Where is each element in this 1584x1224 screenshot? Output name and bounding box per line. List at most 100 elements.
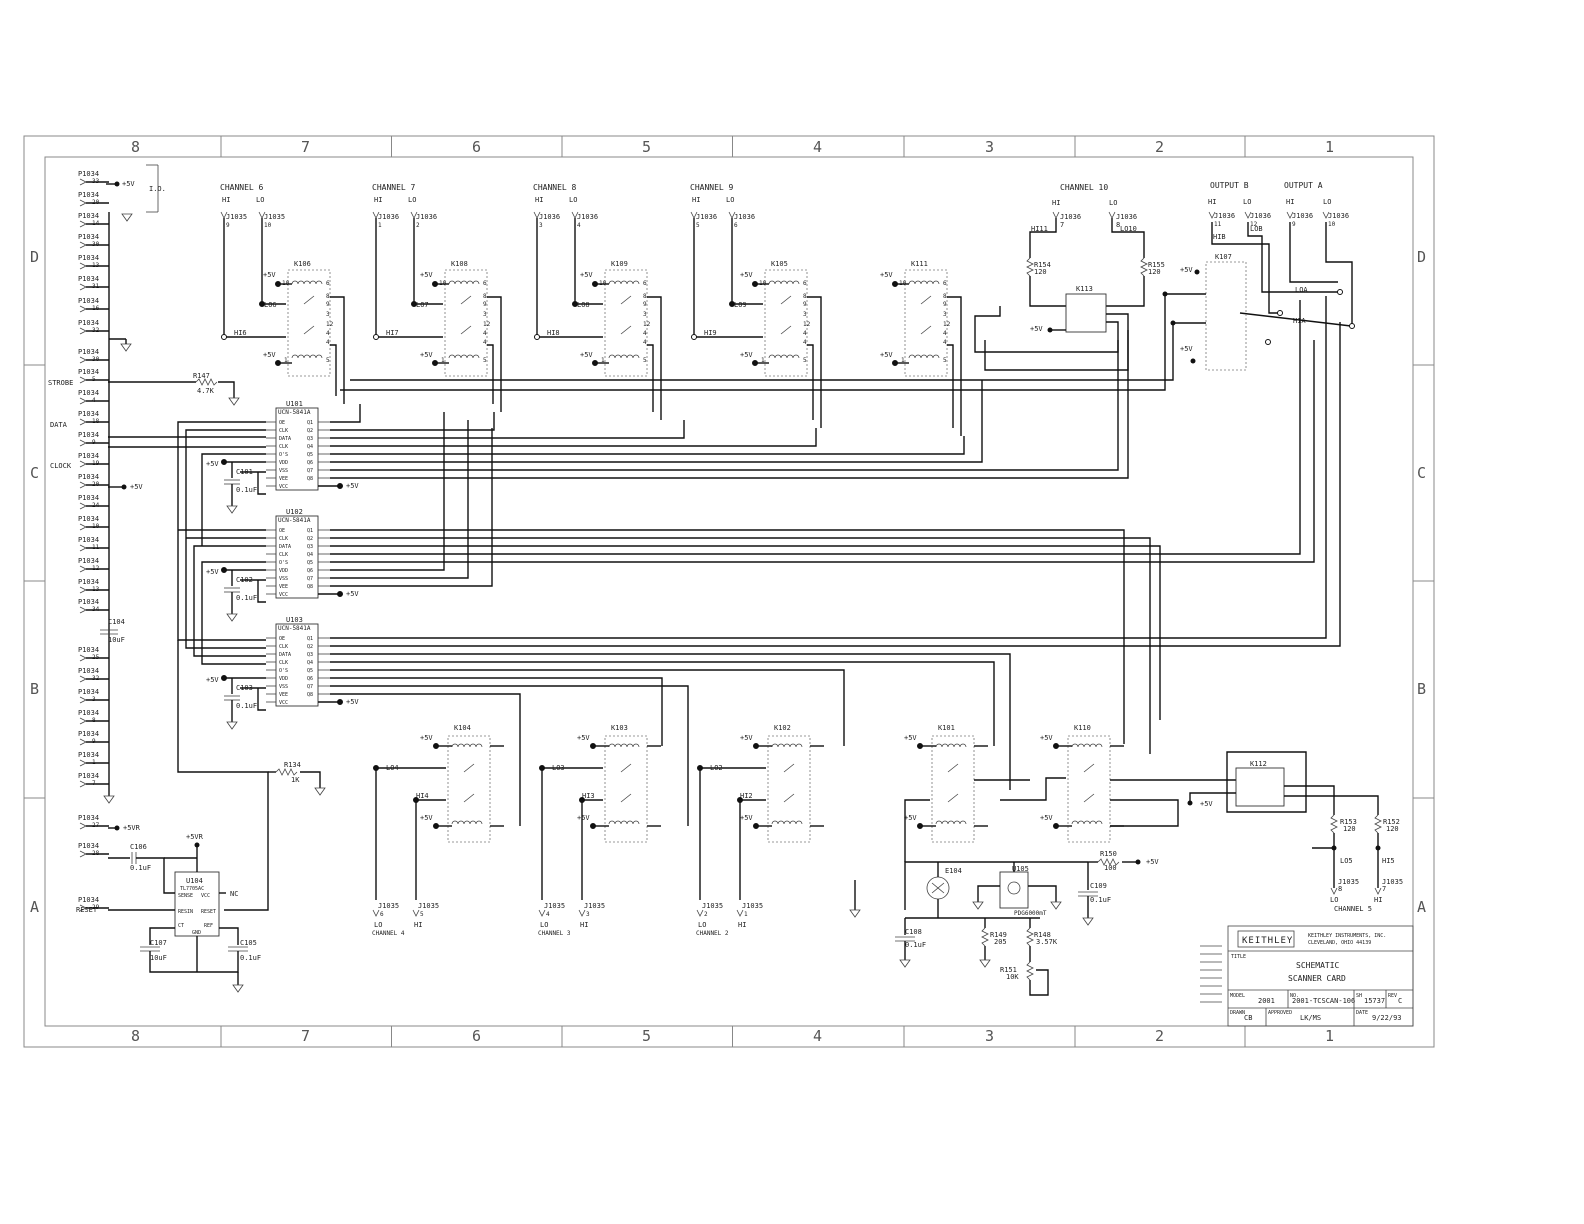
pin-lo: 4	[546, 911, 550, 918]
relay-coil-icon	[608, 743, 640, 748]
relay-pin: 5	[483, 357, 487, 364]
junction-dot	[337, 699, 343, 705]
net-hi-bottom: HI4	[416, 792, 429, 800]
p1034-ref: P1034	[78, 473, 99, 481]
cap-value: 0.1uF	[236, 486, 257, 494]
p1034-supply-relay: +5VR	[123, 824, 141, 832]
driver-pin-right: Q1	[307, 420, 313, 426]
output-a-title: OUTPUT A	[1284, 181, 1323, 190]
relay-k107-ref: K107	[1215, 253, 1232, 261]
net-hi-ch6: HI6	[234, 329, 247, 337]
connector-icon	[1286, 211, 1294, 219]
junction-dot	[917, 823, 923, 829]
junction-dot	[433, 823, 439, 829]
r152-value: 120	[1386, 825, 1399, 833]
relay-pin: 12	[943, 321, 951, 328]
u104-pin-nc: NC	[230, 890, 238, 898]
wire	[330, 545, 1161, 720]
relay-contact-icon	[620, 295, 632, 305]
output-pin: 10	[1328, 221, 1336, 228]
ground-icon	[226, 721, 238, 730]
p1034-ref: P1034	[78, 667, 99, 675]
connector-icon	[696, 909, 704, 917]
connector-icon	[79, 544, 87, 552]
resistor-icon	[195, 378, 218, 386]
channel-title: CHANNEL 4	[372, 930, 405, 937]
relay-coil-icon	[608, 280, 640, 285]
ch5-lo-net: LO5	[1340, 857, 1353, 865]
driver-pin-right: Q8	[307, 476, 313, 482]
relay-coil-icon	[771, 743, 803, 748]
relay-outline	[447, 735, 491, 843]
c105-value: 0.1uF	[240, 954, 261, 962]
signal-strobe: STROBE	[48, 379, 73, 387]
p1034-ref: P1034	[78, 389, 99, 397]
relay-supply: +5V	[263, 271, 276, 279]
e104-ref: E104	[945, 867, 962, 875]
channel-lo: LO	[540, 921, 548, 929]
driver-pin-right: Q7	[307, 468, 313, 474]
r134-value: 1K	[291, 776, 300, 784]
company-name: KEITHLEY INSTRUMENTS, INC.	[1308, 933, 1386, 939]
r147-value: 4.7K	[197, 387, 215, 395]
u104-pin-ref: REF	[204, 923, 213, 929]
relay-pin: 8	[483, 293, 487, 300]
ground-icon	[899, 959, 911, 968]
channel-hi: HI	[414, 921, 422, 929]
k112-supply: +5V	[1200, 800, 1213, 808]
connector-icon	[79, 439, 87, 447]
output-b-lo: LO	[1243, 198, 1251, 206]
wire	[807, 296, 822, 428]
zone-col-bottom-5: 5	[642, 1027, 651, 1045]
cap-supply: +5V	[206, 676, 219, 684]
relay-pin: 3	[483, 311, 487, 318]
relay-outline	[287, 269, 331, 377]
wire	[541, 767, 603, 900]
net-lo-ch8: LO8	[577, 301, 590, 309]
relay-pin: 8	[943, 293, 947, 300]
junction-dot	[411, 301, 417, 307]
junction-dot	[592, 360, 598, 366]
wire	[330, 529, 1125, 744]
zone-col-bottom-6: 6	[472, 1027, 481, 1045]
connector-icon	[79, 305, 87, 313]
wire	[330, 669, 845, 746]
connector-icon	[79, 178, 87, 186]
output-a-lo: LO	[1323, 198, 1331, 206]
relay-contact-icon	[303, 295, 315, 305]
channel-10-hi-net: HI11	[1031, 225, 1048, 233]
wire	[807, 344, 814, 420]
driver-pin-left: CLK	[279, 536, 288, 542]
pin-hi-ch7: 1	[378, 222, 382, 229]
net-loa: LOA	[1295, 286, 1308, 294]
net-lo-bottom: LO4	[386, 764, 399, 772]
relay-ref: K102	[774, 724, 791, 732]
relay-ref: K105	[771, 260, 788, 268]
relay-pin: 4	[326, 330, 330, 337]
relay-contact-icon	[460, 295, 472, 305]
wire	[330, 420, 469, 579]
relay-pin: 12	[643, 321, 651, 328]
driver-ref: U102	[286, 508, 303, 516]
driver-pin-left: CLK	[279, 428, 288, 434]
relay-pin: 3	[943, 311, 947, 318]
driver-pin-right: Q7	[307, 684, 313, 690]
wire	[647, 344, 654, 412]
p1034-ref: P1034	[78, 598, 99, 606]
channel-title-ch8: CHANNEL 8	[533, 183, 577, 192]
relay-pin: 5	[643, 357, 647, 364]
relay-outline	[444, 269, 488, 377]
c104-ref: C104	[108, 618, 125, 626]
conn-lo-ch9: J1036	[734, 213, 755, 221]
driver-pin-left: O'S	[279, 668, 288, 674]
driver-pin-left: VCC	[279, 592, 288, 598]
zone-row-right-A: A	[1417, 898, 1426, 916]
conn-lo: J1035	[544, 902, 565, 910]
relay-outline	[604, 735, 648, 843]
driver-pin-right: Q6	[307, 676, 313, 682]
wire	[947, 344, 954, 428]
wire	[330, 412, 445, 571]
connector-icon	[79, 696, 87, 704]
